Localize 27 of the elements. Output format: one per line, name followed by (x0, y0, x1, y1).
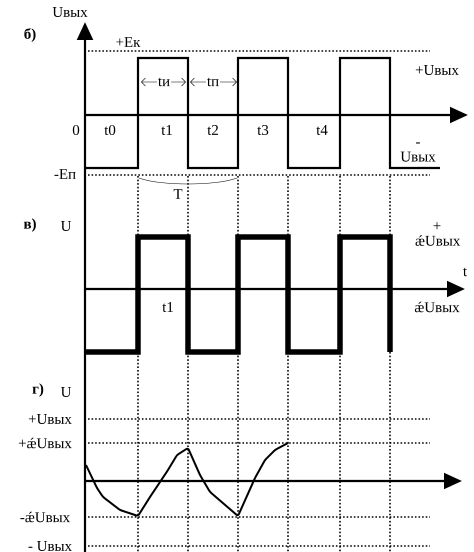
axis-label: 0 (72, 124, 80, 136)
level-label: - Uвых (26, 540, 74, 552)
panel-label: б) (24, 28, 36, 42)
axis-label: Uвых (52, 7, 88, 17)
axis-label: U (60, 221, 72, 231)
level-label: ǽUвых (413, 300, 461, 314)
panel-label: в) (24, 218, 36, 232)
level-label: +Uвых (27, 413, 73, 425)
time-label: t3 (256, 124, 270, 136)
level-label: + ǽUвых (414, 221, 460, 247)
level-label: +Uвых (414, 64, 460, 76)
axis-label: t (463, 268, 467, 276)
time-label: T (172, 188, 184, 200)
level-label: -Еп (52, 168, 78, 180)
time-label: t0 (103, 124, 117, 136)
time-label: t4 (315, 124, 329, 136)
time-label: t2 (206, 124, 220, 136)
time-label: t1 (160, 124, 174, 136)
time-label: tи (156, 76, 172, 88)
level-label: +Ек (114, 36, 142, 48)
level-label: -ǽUвых (18, 510, 72, 524)
level-label: - Uвых (399, 141, 437, 163)
time-label: t1 (161, 301, 175, 313)
axis-label: U (60, 387, 72, 397)
time-label: tп (206, 76, 220, 88)
level-label: +ǽUвых (17, 436, 73, 450)
panel-label: г) (32, 383, 44, 397)
